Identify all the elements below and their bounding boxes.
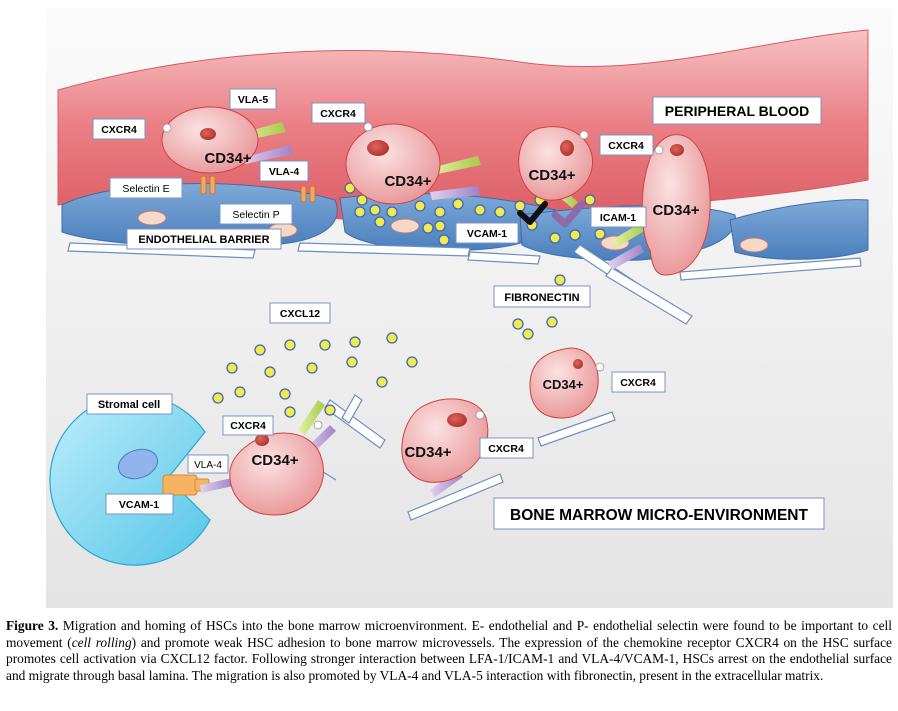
ligand-dot [226,362,238,374]
cd34-cell [518,126,594,201]
label-boxes: PERIPHERAL BLOOD ENDOTHELIAL BARRIER BON… [86,88,825,530]
icam1-label: ICAM-1 [600,212,636,224]
ligand-dot [584,194,596,206]
cxcr4-receptors [162,122,664,430]
ligand-dot [386,332,398,344]
ligand-dot [356,194,368,206]
cd34-cell [345,123,441,205]
fibronectin-label: FIBRONECTIN [504,292,579,304]
ligand-dot [422,222,434,234]
ligand-dot [324,404,336,416]
ligand-dot [434,220,446,232]
ligand-dot [386,206,398,218]
ligand-dot [346,356,358,368]
ligand-dot [514,200,526,212]
ligand-dot [264,366,276,378]
ligand-dot [374,216,386,228]
ligand-dot [284,339,296,351]
cxcr4-label: CXCR4 [608,140,644,152]
check-icon [551,200,586,228]
vla5-label: VLA-5 [238,94,268,106]
ligand-dot [549,232,561,244]
hsc-cells [161,106,711,516]
cd34-labels: CD34+ CD34+ CD34+ CD34+ CD34+ CD34+ CD34… [204,150,699,469]
ligand-dot [306,362,318,374]
cd34-label: CD34+ [251,452,298,469]
ligand-dot [494,206,506,218]
cd34-label: CD34+ [384,173,431,190]
ligand-dot [369,204,381,216]
ligand-dot [414,200,426,212]
ligand-dot [546,316,558,328]
selectin-molecules [200,175,316,203]
caption-text-continued: ) and promote weak HSC adhesion to bone … [6,634,892,683]
ligand-dot [254,344,266,356]
cxcr4-label: CXCR4 [230,420,266,432]
ligand-dot [569,229,581,241]
ligand-dot [512,318,524,330]
bone-marrow-label: BONE MARROW MICRO-ENVIRONMENT [510,507,808,524]
ligand-dot [279,388,291,400]
endothelial-barrier-label: ENDOTHELIAL BARRIER [138,234,269,246]
figure-label: Figure 3. [6,618,59,633]
cd34-cell [229,432,324,516]
peripheral-blood-label: PERIPHERAL BLOOD [665,103,809,119]
cd34-cell [401,398,489,483]
cxcr4-label: CXCR4 [488,443,524,455]
ligand-dot [406,356,418,368]
ligand-dot [438,234,450,246]
vla4-label: VLA-4 [269,166,299,178]
vla4-label: VLA-4 [194,460,222,471]
stromal-cell-label: Stromal cell [98,399,160,411]
fibronectin-strands [319,394,616,521]
selectin-p-label: Selectin P [232,209,279,221]
cd34-cell [641,134,711,276]
cxcr4-label: CXCR4 [620,377,656,389]
ligand-dot [434,206,446,218]
cd34-cell [529,347,599,419]
ligand-dot [319,339,331,351]
basal-lamina [67,242,862,325]
ligand-dot [474,204,486,216]
cxcl12-ligand-dots [212,182,606,418]
stromal-cell [49,394,211,566]
cd34-label: CD34+ [528,167,575,184]
ligand-dot [234,386,246,398]
cd34-label: CD34+ [652,202,699,219]
arrest-checkmarks [517,200,586,228]
cxcr4-label: CXCR4 [320,108,356,120]
cd34-label: CD34+ [404,444,451,461]
vcam1-label: VCAM-1 [119,499,159,511]
vcam1-label: VCAM-1 [467,228,507,240]
cxcl12-label: CXCL12 [280,308,320,320]
selectin-e-label: Selectin E [122,183,169,195]
ligand-dot [284,406,296,418]
ligand-dot [554,274,566,286]
figure-caption: Figure 3. Migration and homing of HSCs i… [6,618,892,684]
ligand-dot [522,328,534,340]
check-icon [517,201,548,225]
ligand-dot [212,392,224,404]
ligand-dot [349,336,361,348]
ligand-dot [354,206,366,218]
cxcr4-label: CXCR4 [101,124,137,136]
ligand-dot [376,376,388,388]
caption-text: Migration and homing of HSCs into the bo… [6,618,892,650]
caption-italic: cell rolling [71,634,132,650]
ligand-dot [594,228,606,240]
cd34-label: CD34+ [543,377,584,392]
cd34-label: CD34+ [204,150,251,167]
ligand-dot [452,198,464,210]
cd34-cell [161,106,259,174]
